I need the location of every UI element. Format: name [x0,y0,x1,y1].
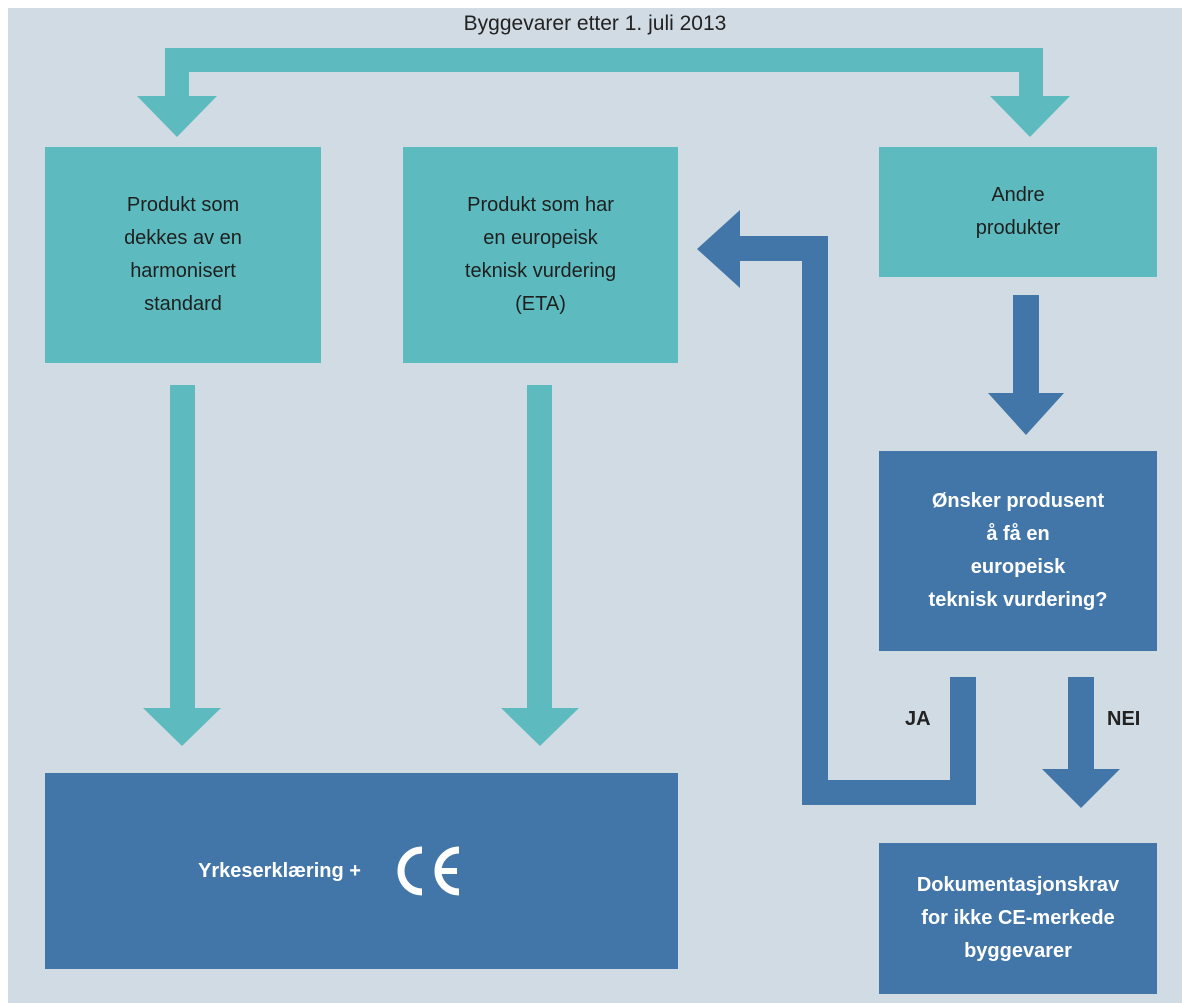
arrow-to-harmonised [137,96,217,137]
ce-declaration-label: Yrkeserklæring + [198,859,361,882]
documentation-requirements-text: Dokumentasjonskrav for ikke CE-merkede b… [916,874,1120,962]
middle-shaft [527,385,552,708]
documentation-requirements-box: Dokumentasjonskrav for ikke CE-merkede b… [879,843,1157,994]
no-to-documentation-arrowhead [1042,769,1120,808]
other-down-shaft [1013,295,1039,393]
yes-horizontal [802,780,976,805]
harmonised-to-ce-arrowhead [143,708,221,746]
yes-to-eta-shaft [740,236,828,261]
ce-declaration-row: Yrkeserklæring + [198,844,465,898]
left-drop [165,48,189,96]
left-shaft [170,385,195,708]
eta-product-box: Produkt som har en europeisk teknisk vur… [403,147,678,363]
yes-up-shaft [802,236,828,805]
arrow-to-other [990,96,1070,137]
eta-to-ce-arrowhead [501,708,579,746]
harmonised-standard-text: Produkt som dekkes av en harmonisert sta… [124,194,242,315]
yes-branch-label: JA [905,708,931,730]
yes-to-eta-arrowhead [697,210,740,288]
other-products-box: Andre produkter [879,147,1157,277]
eta-question-text: Ønsker produsent å få en europeisk tekni… [928,490,1108,611]
diagram-title: Byggevarer etter 1. juli 2013 [463,12,727,35]
ce-declaration-box: Yrkeserklæring + [45,773,678,969]
eta-question-box: Ønsker produsent å få en europeisk tekni… [879,451,1157,651]
right-drop [1019,48,1043,96]
no-down-shaft [1068,677,1094,769]
top-bar [165,48,1043,72]
eta-product-text: Produkt som har en europeisk teknisk vur… [464,194,617,315]
teal-down-arrows [143,385,579,746]
ce-mark-icon [397,846,460,896]
top-split-connector [137,48,1070,137]
blue-arrows [697,210,1120,808]
other-to-question-arrowhead [988,393,1064,435]
no-branch-label: NEI [1107,708,1141,730]
harmonised-standard-box: Produkt som dekkes av en harmonisert sta… [45,147,321,363]
other-products-text: Andre produkter [975,184,1061,239]
